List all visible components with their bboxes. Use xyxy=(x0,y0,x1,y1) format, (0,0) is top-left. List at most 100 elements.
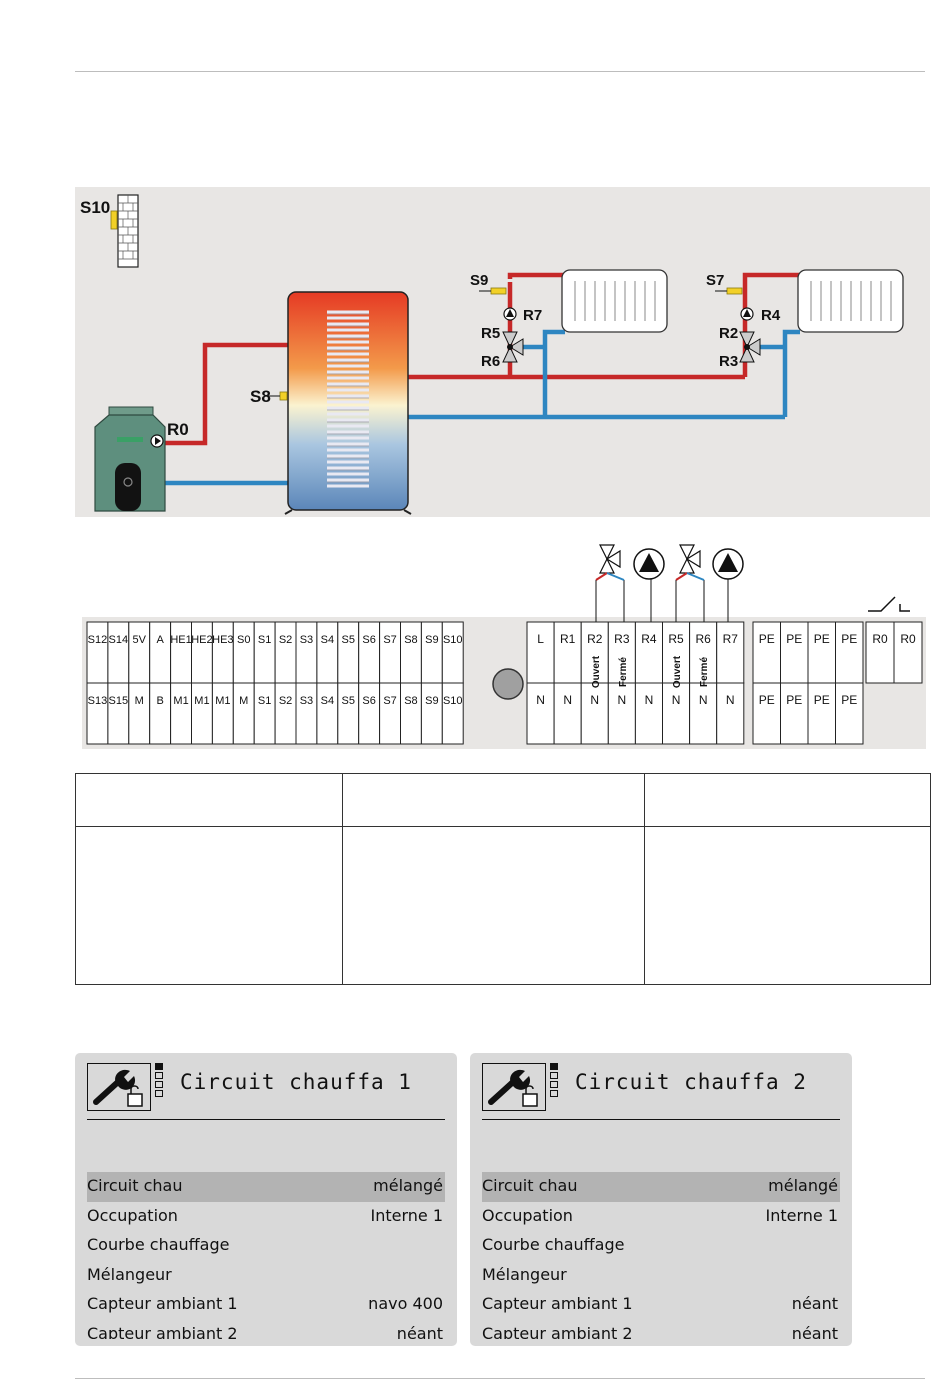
relay-terminal-bottom: N xyxy=(699,693,708,707)
label-r7: R7 xyxy=(523,307,542,324)
relay-terminal-top-cell xyxy=(526,621,555,684)
hydraulic-diagram: S10 R0 S8 xyxy=(75,187,930,517)
relay-terminal-bottom: N xyxy=(645,693,654,707)
sensor-terminal-bottom-cell xyxy=(400,682,422,745)
heating-circuit-1 xyxy=(479,269,668,363)
sensor-terminal-bottom-cell xyxy=(128,682,151,745)
sensor-terminal-top-cell xyxy=(358,621,381,684)
sensor-terminal-top-cell xyxy=(337,621,360,684)
sensor-terminal-bottom: S8 xyxy=(404,695,417,707)
relay-terminal-top: R5 xyxy=(668,632,684,646)
sensor-terminal-top-cell xyxy=(295,621,318,684)
relay-terminal-bottom-cell xyxy=(553,682,582,745)
storage-tank xyxy=(268,291,412,515)
menu-item-mixer[interactable]: Mélangeur xyxy=(482,1264,567,1284)
sensor-terminal-bottom-cell xyxy=(420,682,443,745)
sensor-terminal-bottom: S4 xyxy=(321,695,334,707)
relay-terminal-bottom: N xyxy=(590,693,599,707)
sensor-terminal-top-cell xyxy=(149,621,172,684)
relay-terminal-top-cell xyxy=(689,621,718,684)
pe-terminal-top: PE xyxy=(841,632,857,646)
menu-item-mixer[interactable]: Mélangeur xyxy=(87,1264,172,1284)
sensor-terminal-top-cell xyxy=(191,621,213,684)
relay-terminal-bottom: N xyxy=(672,693,681,707)
label-r4: R4 xyxy=(761,307,781,324)
pe-terminal-bottom-cell xyxy=(752,682,781,745)
title-rule xyxy=(482,1119,840,1120)
label-r0: R0 xyxy=(167,420,189,439)
level-bars xyxy=(155,1063,165,1099)
sensor-terminal-top: S3 xyxy=(300,634,313,646)
sensor-terminal-bottom: S13 xyxy=(88,695,108,707)
sensor-terminal-top-cell xyxy=(400,621,422,684)
relay-terminal-bottom-cell xyxy=(607,682,636,745)
sensor-terminal-bottom: S15 xyxy=(109,695,129,707)
sensor-terminal-top-cell xyxy=(86,621,109,684)
sensor-terminal-bottom-cell xyxy=(149,682,172,745)
pe-terminal-top-cell xyxy=(807,621,836,684)
sensor-terminal-bottom: S6 xyxy=(362,695,375,707)
relay-terminal-top-cell xyxy=(716,621,745,684)
level-bars xyxy=(550,1063,560,1099)
r0-terminal: R0 xyxy=(900,632,916,646)
sensor-terminal-top: HE3 xyxy=(212,634,233,646)
sensor-terminal-bottom: M1 xyxy=(173,695,188,707)
switch-symbol xyxy=(868,596,910,612)
relay-terminal-bottom: N xyxy=(618,693,627,707)
sensor-terminal-bottom-cell xyxy=(232,682,255,745)
r0-terminal-cell xyxy=(893,621,923,684)
sensor-terminal-top: S2 xyxy=(279,634,292,646)
sensor-terminal-top: S14 xyxy=(109,634,129,646)
sensor-terminal-bottom: S9 xyxy=(425,695,438,707)
sensor-terminal-top-cell xyxy=(128,621,151,684)
pump-r7-symbol xyxy=(712,548,744,622)
boiler xyxy=(94,406,166,512)
top-rule xyxy=(75,71,925,72)
relay-terminal-top: L xyxy=(537,632,544,646)
sensor-terminal-top-cell xyxy=(253,621,276,684)
sensor-terminal-top-cell xyxy=(170,621,193,684)
menu-item-heating-curve[interactable]: Courbe chauffage xyxy=(482,1235,625,1254)
relay-terminal-bottom-cell xyxy=(716,682,745,745)
sensor-terminal-top-cell xyxy=(107,621,130,684)
screen-title: Circuit chauffa 1 xyxy=(180,1070,412,1094)
pe-terminal-bottom: PE xyxy=(786,693,802,707)
table-header-row xyxy=(76,774,930,827)
sensor-terminal-bottom-cell xyxy=(295,682,318,745)
sensor-terminal-top-cell xyxy=(441,621,464,684)
sensor-terminal-top: 5V xyxy=(133,634,147,646)
sensor-terminal-bottom-cell xyxy=(253,682,276,745)
label-s7: S7 xyxy=(706,272,724,289)
sensor-terminal-bottom-cell xyxy=(441,682,464,745)
relay-terminal-bottom: N xyxy=(726,693,735,707)
sensor-terminal-top: HE2 xyxy=(191,634,212,646)
label-s9: S9 xyxy=(470,272,488,289)
outdoor-wall xyxy=(110,194,139,268)
sensor-terminal-top: HE1 xyxy=(170,634,191,646)
sensor-terminal-bottom-cell xyxy=(170,682,193,745)
relay-terminal-bottom: N xyxy=(536,693,545,707)
relay-terminal-top: R2 xyxy=(587,632,603,646)
mixing-valve-1-symbol xyxy=(595,544,625,622)
actuator-symbols xyxy=(595,544,910,622)
relay-sub-label-r3: Fermé xyxy=(618,657,629,687)
sensor-terminal-bottom: M1 xyxy=(194,695,209,707)
sensor-terminal-top: S8 xyxy=(404,634,417,646)
relay-terminal-top: R3 xyxy=(614,632,630,646)
sensor-terminal-top: S1 xyxy=(258,634,271,646)
relay-terminal-bottom-cell xyxy=(634,682,664,745)
relay-sub-label-r6: Fermé xyxy=(699,657,710,687)
sensor-terminal-bottom: S1 xyxy=(258,695,271,707)
table-col-divider xyxy=(644,774,645,984)
menu-item-heating-curve[interactable]: Courbe chauffage xyxy=(87,1235,230,1254)
